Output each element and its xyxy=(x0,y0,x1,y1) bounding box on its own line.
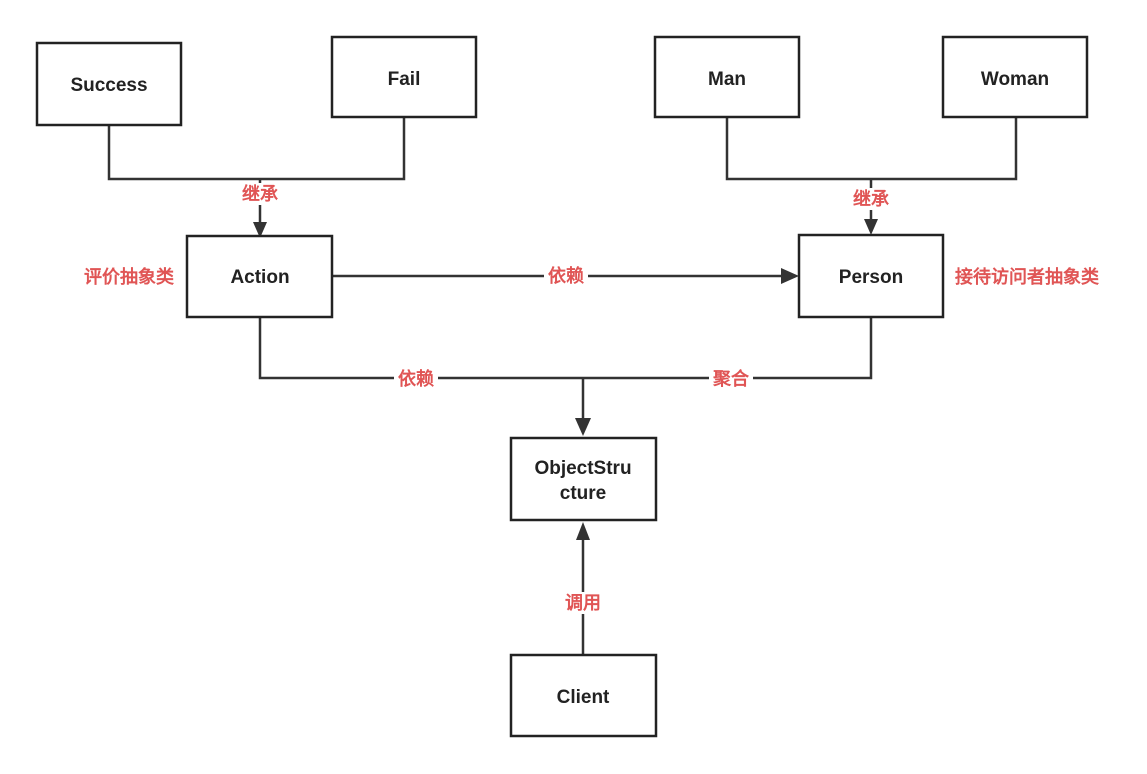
node-fail: Fail xyxy=(330,35,478,119)
label-depend-action-person: 依赖 xyxy=(548,265,584,287)
node-object-structure-label-line2: cture xyxy=(560,483,606,504)
edge-woman-to-junction xyxy=(871,117,1018,181)
node-action: Action xyxy=(185,234,334,319)
node-action-label: Action xyxy=(230,267,289,288)
node-man-label: Man xyxy=(708,69,746,90)
arrowhead-action xyxy=(253,222,267,238)
edge-action-to-object xyxy=(258,317,583,380)
edge-man-to-junction xyxy=(725,117,871,181)
node-success: Success xyxy=(35,41,183,127)
edge-success-to-junction xyxy=(107,125,260,181)
annotation-person: 接待访问者抽象类 xyxy=(955,266,1100,288)
node-client-label: Client xyxy=(557,687,610,708)
node-client: Client xyxy=(509,653,658,738)
arrowhead-person xyxy=(864,219,878,235)
node-object-structure: ObjectStru cture xyxy=(509,436,658,522)
arrowhead-object xyxy=(575,418,591,436)
node-person-label: Person xyxy=(839,267,903,288)
node-object-structure-label-line1: ObjectStru xyxy=(534,458,631,479)
node-success-label: Success xyxy=(70,75,147,96)
node-woman: Woman xyxy=(941,35,1089,119)
node-person: Person xyxy=(797,233,945,319)
annotation-action: 评价抽象类 xyxy=(84,266,175,288)
label-inherit-action: 继承 xyxy=(242,183,279,205)
node-woman-label: Woman xyxy=(981,69,1049,90)
edge-fail-to-junction xyxy=(260,117,406,181)
node-man: Man xyxy=(653,35,801,119)
arrowhead-person-dep xyxy=(781,268,799,284)
arrowhead-object-call xyxy=(576,522,590,540)
label-depend-action-object: 依赖 xyxy=(398,368,434,390)
node-fail-label: Fail xyxy=(388,69,421,90)
label-aggregate-person-object: 聚合 xyxy=(712,368,750,390)
edge-person-to-object xyxy=(583,317,873,380)
label-inherit-person: 继承 xyxy=(853,188,890,210)
label-call-client-object: 调用 xyxy=(565,593,601,614)
